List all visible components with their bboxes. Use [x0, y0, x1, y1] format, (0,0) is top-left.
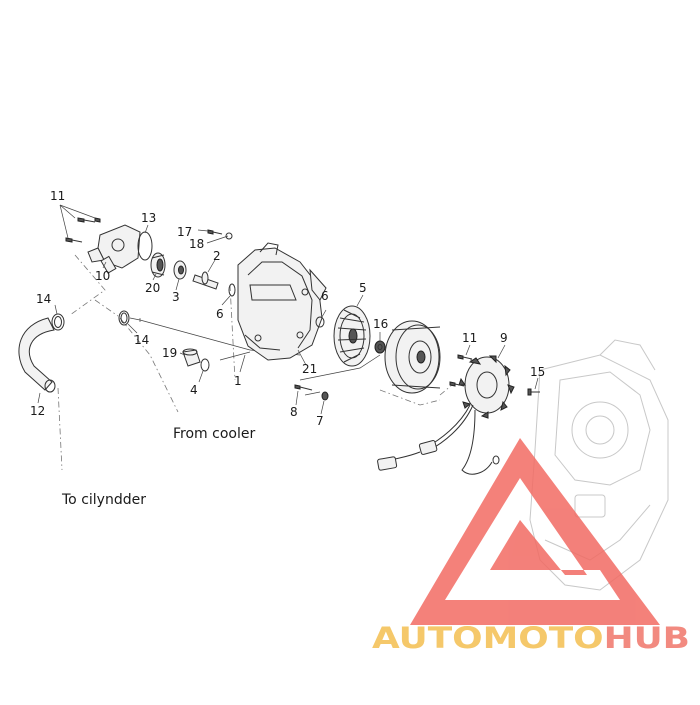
- part-number-labels: 11 13 17 18 2 10 20 3 6 5 6 14 14 16 11 …: [30, 189, 545, 428]
- fan-5: [333, 305, 371, 367]
- label-19: 19: [162, 346, 177, 360]
- label-10: 10: [95, 269, 110, 283]
- label-4: 4: [190, 383, 198, 397]
- hose-12: [18, 317, 56, 393]
- washer-6-left: [228, 283, 236, 297]
- watermark-brand-part1: AUTOMOTO: [372, 621, 604, 655]
- label-1: 1: [234, 374, 242, 388]
- label-14-left: 14: [36, 292, 51, 306]
- clamp-14-center: [118, 310, 130, 326]
- label-20: 20: [145, 281, 160, 295]
- label-7: 7: [316, 414, 324, 428]
- o-ring-4: [200, 358, 210, 372]
- label-3: 3: [172, 290, 180, 304]
- logo-inner-stroke: [512, 520, 548, 556]
- nut-16: [374, 340, 386, 354]
- bolt-8: [294, 384, 313, 391]
- shaft-2: [192, 271, 219, 290]
- label-11-left: 11: [50, 189, 65, 203]
- label-17: 17: [177, 225, 192, 239]
- label-16: 16: [373, 317, 388, 331]
- fitting-19: [182, 348, 201, 367]
- clamp-14-left: [51, 313, 65, 331]
- bolts-11-left: [65, 217, 101, 243]
- impeller-20: [150, 252, 166, 278]
- label-6-left: 6: [216, 307, 224, 321]
- label-11-right: 11: [462, 331, 477, 345]
- label-8: 8: [290, 405, 298, 419]
- seal-3: [173, 260, 187, 280]
- label-13: 13: [141, 211, 156, 225]
- bolt-17-18: [207, 229, 233, 240]
- leader-lines: [37, 204, 539, 415]
- caption-to-cylinder: To cilyndder: [61, 492, 146, 508]
- flywheel: [384, 320, 441, 394]
- stator-wiring: [377, 404, 500, 475]
- stator-9: [458, 355, 515, 419]
- gasket-13: [137, 231, 153, 261]
- routing-dashed-lines: [57, 254, 453, 471]
- washer-6-right: [315, 316, 325, 328]
- bolts-11-right: [449, 354, 473, 387]
- label-5: 5: [359, 281, 367, 295]
- label-14-center: 14: [134, 333, 149, 347]
- label-12: 12: [30, 404, 45, 418]
- label-9: 9: [500, 331, 508, 345]
- watermark-brand-part2: HUB: [604, 621, 690, 655]
- label-15: 15: [530, 365, 545, 379]
- label-2: 2: [213, 249, 221, 263]
- label-6-right: 6: [321, 289, 329, 303]
- label-21: 21: [302, 362, 317, 376]
- watermark-logo: [410, 438, 660, 625]
- washer-7: [321, 391, 329, 401]
- caption-from-cooler: From cooler: [173, 426, 255, 442]
- label-18: 18: [189, 237, 204, 251]
- pin-15: [527, 388, 540, 396]
- water-pump-cover: [87, 224, 141, 274]
- logo-triangle: [410, 438, 660, 625]
- cover-housing-1: [237, 242, 327, 361]
